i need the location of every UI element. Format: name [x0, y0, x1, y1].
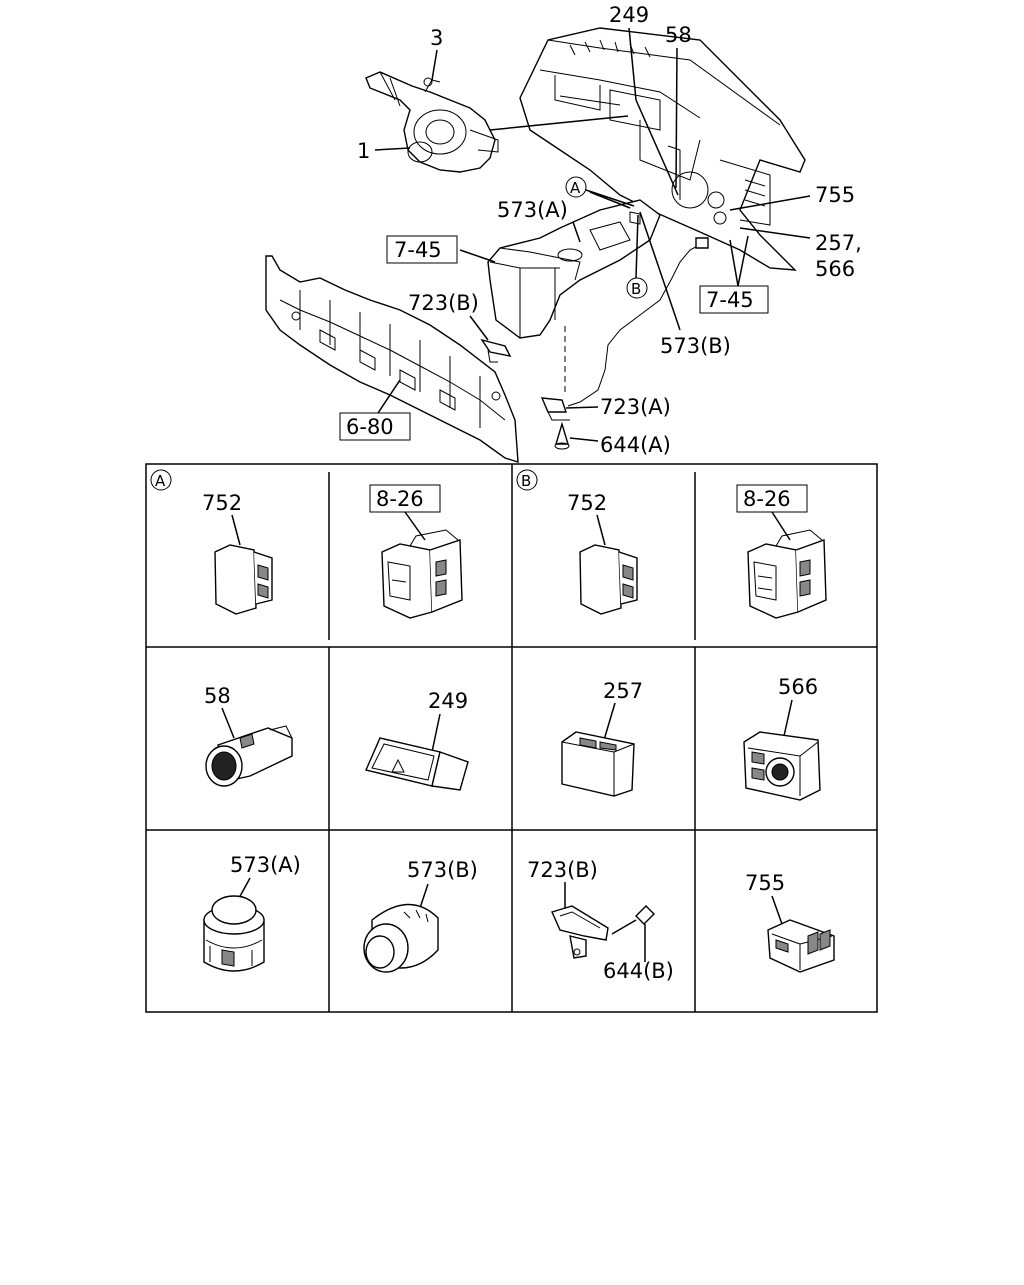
grid-label-752-b: 752	[567, 491, 607, 515]
marker-a-grid: A	[150, 469, 172, 491]
combination-switch-illustration	[365, 71, 499, 173]
floor-duct-illustration	[265, 255, 519, 463]
connector-illustration	[695, 237, 709, 249]
grid-cell-b-752: B 752	[516, 469, 638, 615]
svg-text:7-45: 7-45	[394, 238, 442, 262]
callout-723a: 723(A)	[600, 395, 671, 419]
grid-label-566: 566	[778, 675, 818, 699]
grid-label-257: 257	[603, 679, 643, 703]
grid-label-644b: 644(B)	[603, 959, 674, 983]
part-723b-illustration	[480, 338, 512, 363]
callout-573a: 573(A)	[497, 198, 568, 222]
grid-label-723b: 723(B)	[527, 858, 598, 882]
grid-cell-58: 58	[204, 684, 293, 787]
callout-58: 58	[665, 23, 692, 47]
callout-566: 566	[815, 257, 855, 281]
boxed-ref-7-45-right: 7-45	[699, 285, 769, 314]
grid-boxed-8-26-a: 8-26	[376, 487, 424, 511]
callout-1: 1	[357, 139, 370, 163]
grid-cell-573b: 573(B)	[363, 858, 478, 973]
grid-cell-755: 755	[745, 871, 835, 973]
grid-cell-b-8-26: 8-26	[736, 484, 827, 619]
svg-text:7-45: 7-45	[706, 288, 754, 312]
marker-a-top: A	[565, 176, 587, 198]
svg-text:B: B	[521, 472, 531, 490]
harness-wire	[567, 241, 706, 407]
grid-cell-723b-644b: 723(B) 644(B)	[527, 858, 674, 983]
parts-grid	[145, 463, 878, 1013]
grid-cell-573a: 573(A)	[203, 853, 301, 972]
grid-boxed-8-26-b: 8-26	[743, 487, 791, 511]
part-723a-illustration	[540, 397, 570, 421]
svg-text:A: A	[155, 472, 166, 490]
grid-label-573b: 573(B)	[407, 858, 478, 882]
grid-cell-a-752: A 752	[150, 469, 273, 615]
grid-cell-257: 257	[561, 679, 643, 797]
grid-label-249: 249	[428, 689, 468, 713]
boxed-ref-7-45-left: 7-45	[386, 235, 458, 264]
callout-3: 3	[430, 26, 443, 50]
svg-text:A: A	[570, 179, 581, 197]
leader-lines	[374, 27, 811, 442]
boxed-ref-6-80: 6-80	[339, 412, 411, 441]
svg-text:6-80: 6-80	[346, 415, 394, 439]
callout-257: 257,	[815, 231, 862, 255]
callout-644a: 644(A)	[600, 433, 671, 457]
callout-723b: 723(B)	[408, 291, 479, 315]
marker-b-grid: B	[516, 469, 538, 491]
grid-cell-249: 249	[365, 689, 469, 791]
grid-label-752-a: 752	[202, 491, 242, 515]
grid-label-755: 755	[745, 871, 785, 895]
callout-249: 249	[609, 3, 649, 27]
marker-b-top: B	[626, 277, 648, 299]
grid-label-58: 58	[204, 684, 231, 708]
grid-label-573a: 573(A)	[230, 853, 301, 877]
part-644a-illustration	[554, 421, 570, 450]
callout-755: 755	[815, 183, 855, 207]
grid-cell-a-8-26: 8-26	[369, 484, 463, 619]
grid-cell-566: 566	[743, 675, 821, 801]
callout-573b: 573(B)	[660, 334, 731, 358]
center-console-illustration	[487, 199, 661, 339]
svg-text:B: B	[631, 280, 641, 298]
